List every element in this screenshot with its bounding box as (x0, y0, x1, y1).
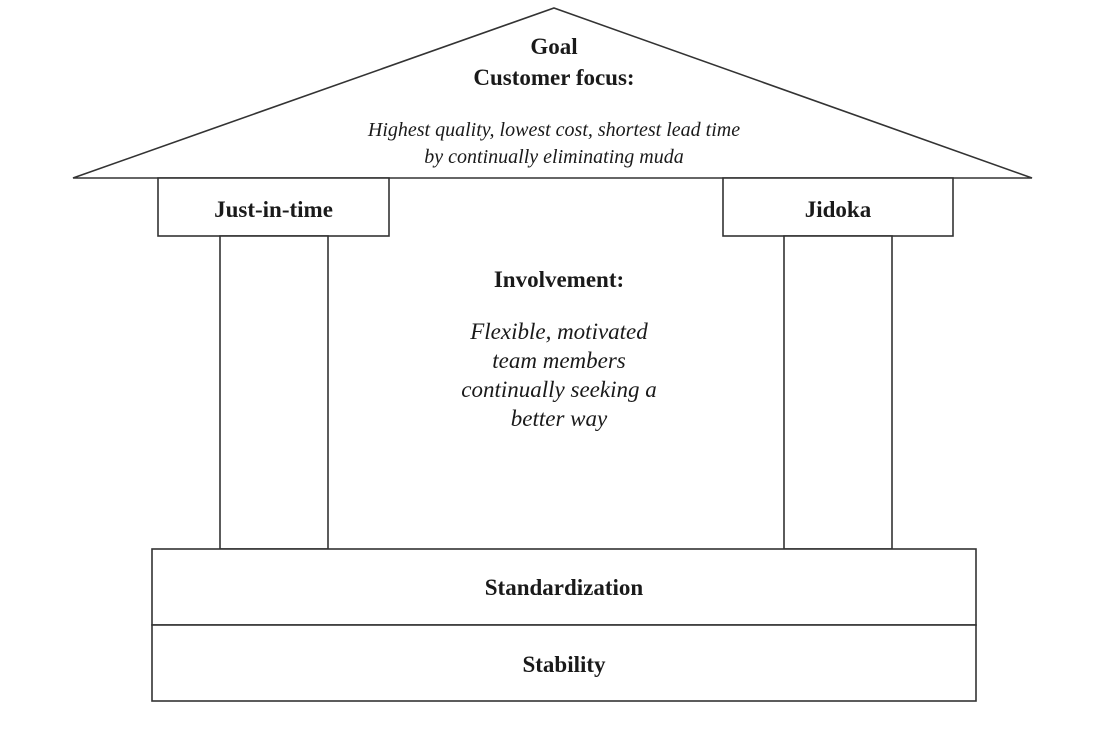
left-pillar-shaft (219, 235, 329, 550)
goal-description-line-1: Highest quality, lowest cost, shortest l… (367, 119, 741, 141)
goal-description-line-2: by continually eliminating muda (424, 146, 684, 168)
involvement-line-1: Flexible, motivated (470, 319, 648, 344)
roof-triangle (72, 7, 1033, 179)
involvement-line-3: continually seeking a (461, 377, 657, 402)
just-in-time-label: Just-in-time (214, 197, 333, 222)
standardization-block (151, 548, 977, 626)
stability-label: Stability (522, 652, 606, 677)
involvement-heading: Involvement: (493, 267, 625, 292)
customer-focus-label: Customer focus: (473, 65, 635, 90)
standardization-label: Standardization (484, 575, 644, 600)
left-pillar-cap (157, 177, 390, 237)
stability-block (151, 624, 977, 702)
jidoka-label: Jidoka (804, 197, 872, 222)
involvement-line-2: team members (492, 348, 626, 373)
right-pillar-cap (722, 177, 954, 237)
right-pillar-shaft (783, 235, 893, 550)
goal-label: Goal (530, 34, 578, 59)
involvement-line-4: better way (510, 406, 608, 431)
